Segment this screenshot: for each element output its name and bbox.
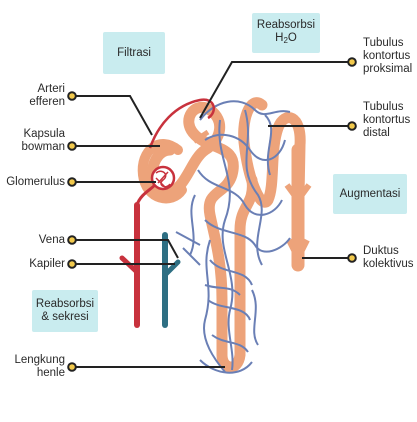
distal-tubule bbox=[238, 97, 306, 254]
kapiler-text: Kapiler bbox=[29, 258, 65, 270]
reabsorbsi-sekresi-line1: Reabsorbsi bbox=[35, 298, 95, 310]
efferent-arteriole bbox=[148, 98, 216, 149]
duktus-kolektivus-label: Duktus kolektivus bbox=[363, 245, 414, 271]
teal-vessel-branch bbox=[162, 259, 181, 278]
glomerulus-text: Glomerulus bbox=[6, 176, 65, 188]
lengkung-line2: henle bbox=[36, 367, 65, 379]
kapsula-bowman-label: Kapsula bowman bbox=[22, 128, 65, 154]
h2o-sub: 2 bbox=[283, 36, 288, 45]
tubulus-proksimal-label: Tubulus kontortus proksimal bbox=[363, 37, 412, 76]
arteri-efferen-label: Arteri efferen bbox=[29, 83, 65, 109]
augmentasi-label: Augmentasi bbox=[339, 187, 401, 200]
augmentasi-box: Augmentasi bbox=[333, 174, 407, 214]
proksimal-line2: kontortus bbox=[363, 50, 411, 62]
red-to-glomerulus bbox=[135, 183, 157, 206]
reabsorbsi-h2o-line1: Reabsorbsi bbox=[256, 19, 316, 31]
kapsula-line1: Kapsula bbox=[23, 128, 65, 140]
arteri-line1: Arteri bbox=[37, 83, 65, 95]
glomerulus-coils bbox=[155, 170, 171, 189]
left-dots bbox=[67, 91, 77, 372]
reabsorbsi-sekresi-line2: & sekresi bbox=[41, 311, 89, 323]
duktus-line1: Duktus bbox=[363, 245, 399, 257]
proximal-tubule bbox=[146, 101, 258, 373]
right-leaders bbox=[199, 61, 352, 259]
bowman-capsule bbox=[137, 139, 187, 204]
filtrasi-box: Filtrasi bbox=[103, 32, 165, 74]
reabsorbsi-h2o-box: Reabsorbsi H2O bbox=[252, 13, 320, 53]
vena-label: Vena bbox=[39, 234, 65, 247]
proksimal-line1: Tubulus bbox=[363, 37, 404, 49]
h2o-h: H bbox=[275, 32, 284, 44]
h2o-o: O bbox=[287, 32, 297, 44]
proksimal-line3: proksimal bbox=[363, 63, 413, 75]
tubulus-distal-label: Tubulus kontortus distal bbox=[363, 101, 410, 140]
lengkung-henle-label: Lengkung henle bbox=[14, 354, 65, 380]
left-leaders bbox=[72, 95, 225, 368]
filtrasi-label: Filtrasi bbox=[117, 46, 151, 59]
reabsorbsi-h2o-line2: H2O bbox=[275, 32, 297, 47]
kapiler-label: Kapiler bbox=[29, 258, 65, 271]
collecting-duct-arrow bbox=[284, 183, 312, 203]
right-dots bbox=[347, 57, 357, 263]
kapsula-line2: bowman bbox=[21, 141, 65, 153]
distal-line1: Tubulus bbox=[363, 101, 404, 113]
arteri-line2: efferen bbox=[29, 96, 65, 108]
distal-line2: kontortus bbox=[363, 114, 411, 126]
reabsorbsi-sekresi-box: Reabsorbsi & sekresi bbox=[32, 290, 98, 332]
glomerulus-label: Glomerulus bbox=[6, 176, 65, 189]
proximal-arrow bbox=[185, 126, 210, 144]
distal-line3: distal bbox=[363, 127, 390, 139]
collecting-duct-arrow-2 bbox=[286, 238, 310, 261]
capillary-network bbox=[175, 100, 291, 374]
vena-text: Vena bbox=[38, 234, 65, 246]
duktus-line2: kolektivus bbox=[363, 258, 414, 270]
lengkung-line1: Lengkung bbox=[14, 354, 65, 366]
